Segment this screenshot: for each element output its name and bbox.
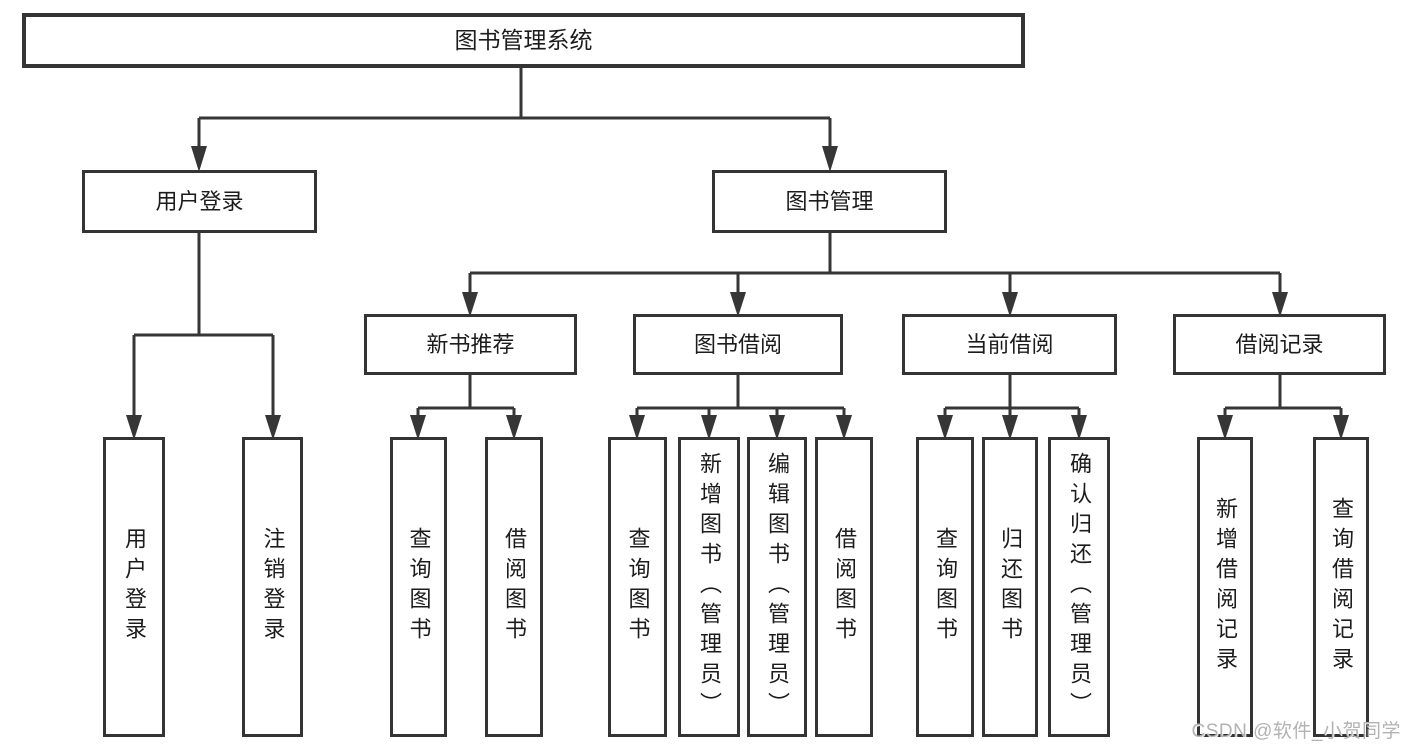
node-book-borrowing: 图书借阅 (633, 314, 843, 375)
node-new-book-recommend: 新书推荐 (364, 314, 577, 375)
leaf-add-borrow-record: 新增借阅记录 (1197, 437, 1253, 737)
leaf-add-books-admin: 新增图书（管理员） (678, 437, 740, 737)
leaf-logout: 注销登录 (242, 437, 303, 737)
csdn-watermark: CSDN @软件_小贺同学 (1191, 721, 1401, 742)
node-borrowing-records: 借阅记录 (1173, 314, 1386, 375)
leaf-confirm-return-admin: 确认归还（管理员） (1048, 437, 1110, 737)
node-book-management: 图书管理 (712, 170, 947, 233)
leaf-user-login: 用户登录 (103, 437, 165, 737)
leaf-query-books-borrowing: 查询图书 (608, 437, 667, 737)
node-current-borrowing: 当前借阅 (902, 314, 1117, 375)
leaf-query-books-current: 查询图书 (916, 437, 974, 737)
leaf-borrow-books-recommend: 借阅图书 (485, 437, 543, 737)
leaf-query-books-recommend: 查询图书 (390, 437, 447, 737)
node-library-system: 图书管理系统 (22, 13, 1025, 68)
arrowheads (126, 146, 1349, 440)
leaf-edit-books-admin: 编辑图书（管理员） (747, 437, 807, 737)
leaf-query-borrow-record: 查询借阅记录 (1313, 437, 1369, 737)
leaf-return-books: 归还图书 (982, 437, 1038, 737)
node-user-login: 用户登录 (82, 170, 317, 233)
leaf-borrow-books: 借阅图书 (815, 437, 873, 737)
